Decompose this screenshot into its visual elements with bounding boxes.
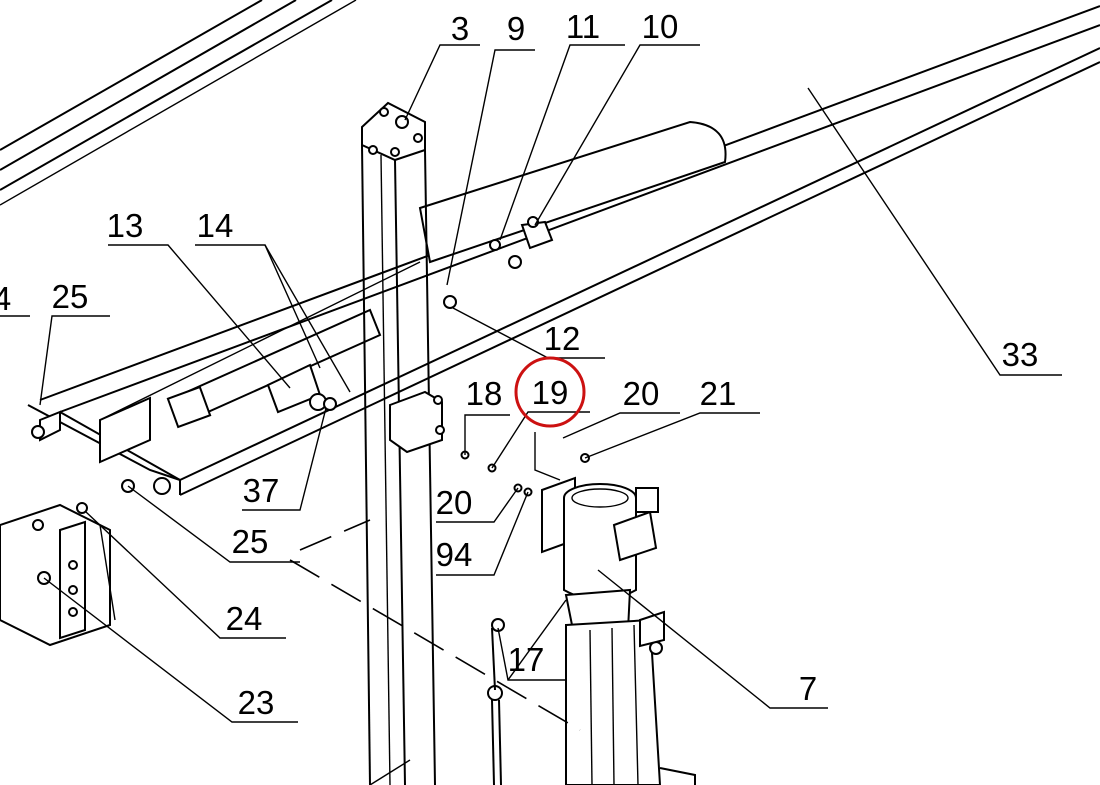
part-label-23: 23 — [238, 684, 275, 721]
part-labels: 4 25 13 14 3 9 11 10 33 12 18 19 20 21 3… — [0, 8, 1038, 721]
center-lines — [289, 519, 581, 785]
part-label-20-lower: 20 — [436, 484, 473, 521]
carriage-assembly — [0, 502, 116, 647]
leader-lines — [0, 44, 1062, 723]
part-label-25: 25 — [52, 278, 89, 315]
part-label-24: 24 — [226, 600, 263, 637]
part-label-9: 9 — [507, 10, 525, 47]
part-label-25-lower: 25 — [232, 523, 269, 560]
part-label-4: 4 — [0, 280, 11, 317]
part-label-94: 94 — [436, 536, 473, 573]
part-label-12: 12 — [544, 320, 581, 357]
upper-rail — [0, 0, 357, 206]
part-label-20: 20 — [623, 375, 660, 412]
highlight-ring — [514, 356, 586, 428]
part-label-17: 17 — [508, 641, 545, 678]
part-label-14: 14 — [197, 207, 234, 244]
part-label-33: 33 — [1002, 336, 1039, 373]
part-label-21: 21 — [700, 375, 737, 412]
part-label-11: 11 — [566, 8, 600, 45]
part-label-18: 18 — [466, 375, 503, 412]
part-label-3: 3 — [451, 10, 469, 47]
part-label-13: 13 — [107, 207, 144, 244]
vertical-column — [361, 101, 445, 785]
motor-pump-unit — [487, 476, 696, 785]
part-label-37: 37 — [243, 472, 280, 509]
part-label-7: 7 — [799, 670, 817, 707]
part-label-19: 19 — [532, 374, 569, 411]
part-label-10: 10 — [642, 8, 679, 45]
